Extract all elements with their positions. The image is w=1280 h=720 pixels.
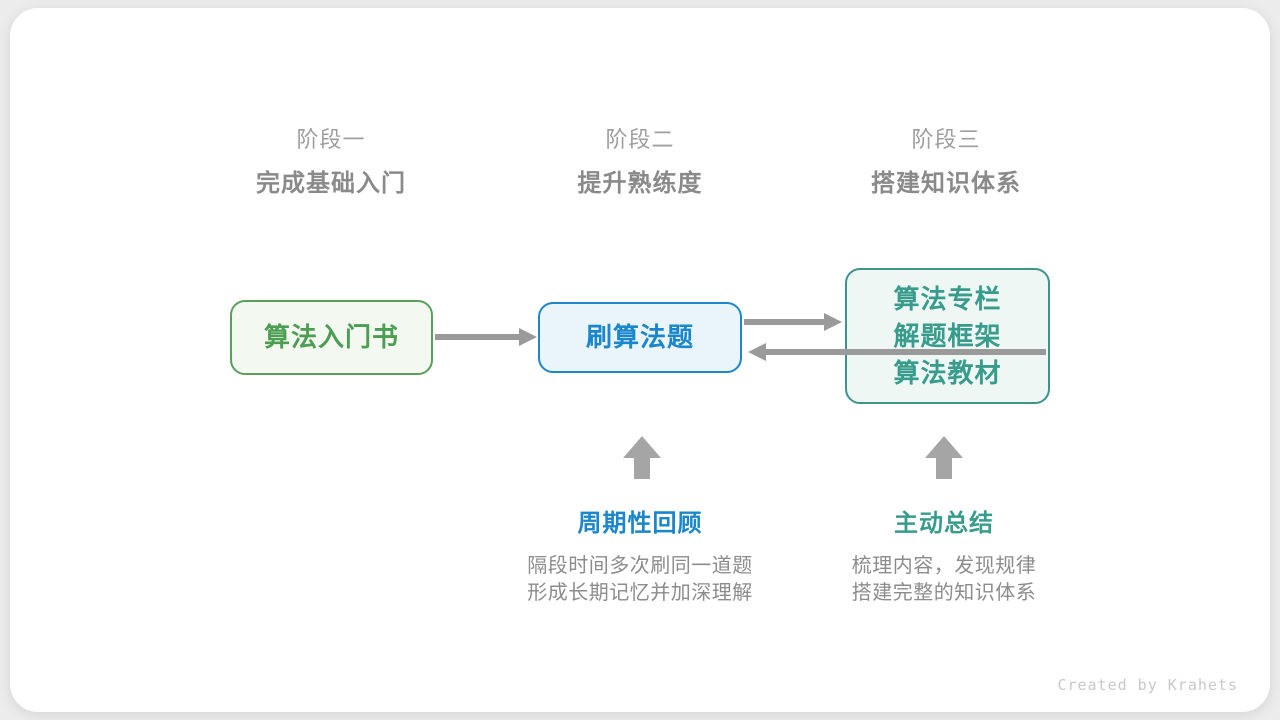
stage-label: 阶段一 bbox=[296, 127, 366, 152]
stage-label: 阶段二 bbox=[605, 127, 675, 152]
annotation-line: 搭建完整的知识体系 bbox=[851, 582, 1037, 604]
annotation-description: 隔段时间多次刷同一道题 形成长期记忆并加深理解 bbox=[527, 553, 753, 607]
stage-subtitle: 搭建知识体系 bbox=[871, 170, 1021, 197]
node-label: 算法入门书 bbox=[263, 322, 399, 352]
annotation-title: 周期性回顾 bbox=[577, 510, 703, 537]
stage-header-1: 阶段一 完成基础入门 bbox=[256, 126, 406, 199]
stage-label: 阶段三 bbox=[911, 127, 981, 152]
node-label: 算法教材 bbox=[893, 357, 1002, 388]
node-label: 刷算法题 bbox=[585, 322, 694, 352]
stage-header-3: 阶段三 搭建知识体系 bbox=[871, 126, 1021, 199]
node-knowledge-sources: 算法专栏 解题框架 算法教材 bbox=[845, 268, 1050, 404]
annotation-line: 隔段时间多次刷同一道题 bbox=[527, 555, 753, 577]
annotation-active-summary: 主动总结 梳理内容，发现规律 搭建完整的知识体系 bbox=[852, 508, 1037, 607]
stage-subtitle: 完成基础入门 bbox=[256, 170, 406, 197]
annotation-line: 梳理内容，发现规律 bbox=[851, 555, 1037, 577]
node-practice-problems: 刷算法题 bbox=[538, 302, 742, 373]
annotation-line: 形成长期记忆并加深理解 bbox=[527, 582, 753, 604]
annotation-periodic-review: 周期性回顾 隔段时间多次刷同一道题 形成长期记忆并加深理解 bbox=[527, 508, 753, 607]
annotation-title: 主动总结 bbox=[894, 510, 994, 537]
credit-text: Created by Krahets bbox=[1057, 676, 1238, 694]
stage-header-2: 阶段二 提升熟练度 bbox=[578, 126, 703, 199]
node-intro-book: 算法入门书 bbox=[230, 300, 433, 375]
node-label: 解题框架 bbox=[893, 320, 1002, 351]
annotation-description: 梳理内容，发现规律 搭建完整的知识体系 bbox=[852, 553, 1037, 607]
stage-subtitle: 提升熟练度 bbox=[577, 170, 703, 197]
node-label: 算法专栏 bbox=[893, 283, 1002, 314]
